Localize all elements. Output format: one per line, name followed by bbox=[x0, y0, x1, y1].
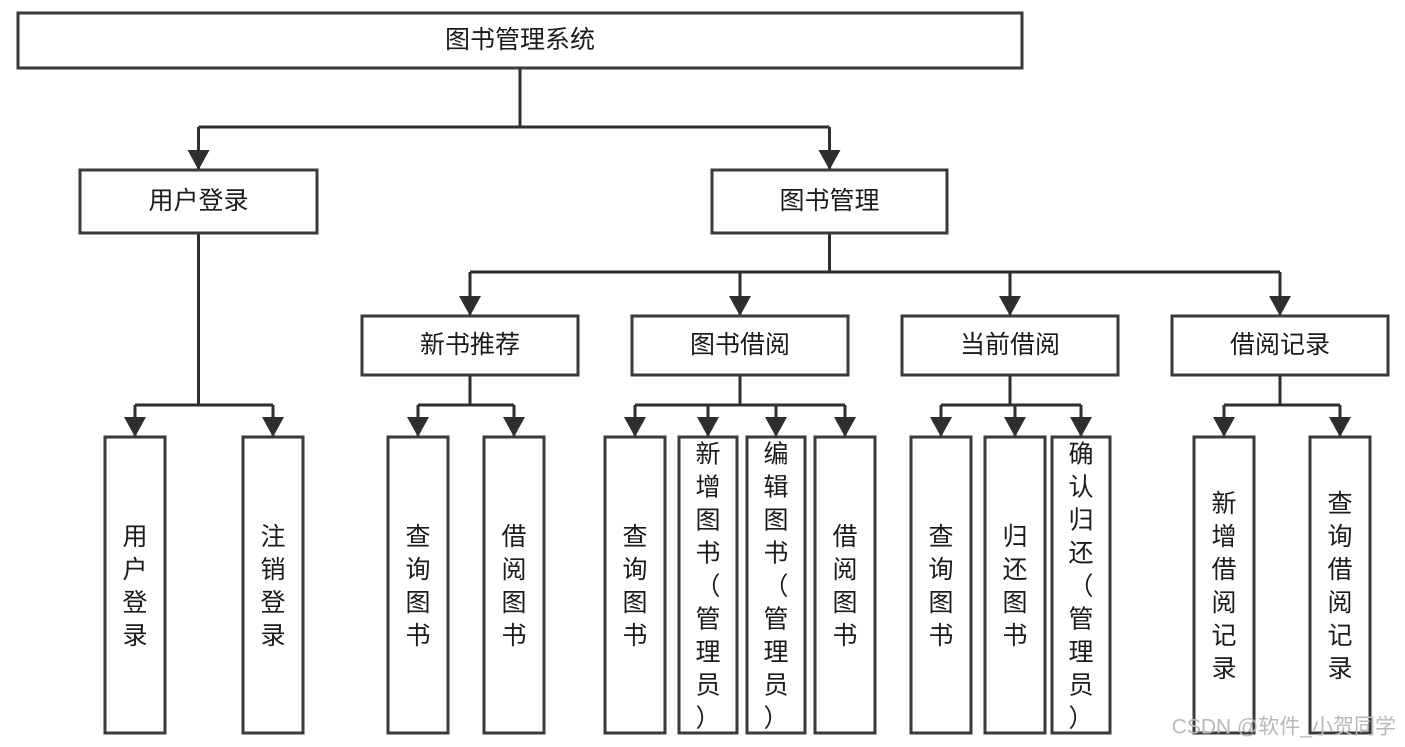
node-box bbox=[909, 435, 973, 735]
arrow-head-icon bbox=[262, 417, 284, 437]
arrow-head-icon bbox=[407, 417, 429, 437]
node-root[interactable]: 图书管理系统 bbox=[16, 11, 1024, 70]
node-layer: 图书管理系统用户登录图书管理新书推荐图书借阅当前借阅借阅记录用户登录注销登录查询… bbox=[16, 11, 1390, 735]
node-borrow-record[interactable]: 借阅记录 bbox=[1170, 314, 1390, 377]
node-leaf-borrow-book[interactable]: 借阅图书 bbox=[813, 435, 877, 735]
node-box bbox=[677, 435, 739, 735]
arrow-head-icon bbox=[697, 417, 719, 437]
node-box bbox=[386, 435, 450, 735]
node-label: 新增借阅记录 bbox=[1211, 490, 1236, 683]
node-new-book-rec[interactable]: 新书推荐 bbox=[360, 314, 580, 377]
node-box bbox=[78, 168, 319, 235]
arrow-head-icon bbox=[1269, 296, 1291, 316]
arrow-head-icon bbox=[187, 150, 210, 170]
node-box bbox=[630, 314, 850, 377]
node-leaf-edit-book-admin[interactable]: 编辑图书（管理员） bbox=[745, 435, 807, 735]
arrow-head-icon bbox=[1329, 417, 1351, 437]
node-label: 图书管理 bbox=[779, 187, 879, 215]
node-label: 图书借阅 bbox=[690, 331, 790, 359]
arrow-head-icon bbox=[624, 417, 646, 437]
node-label: 新增图书（管理员） bbox=[695, 441, 720, 733]
node-box bbox=[813, 435, 877, 735]
node-label: 归还图书 bbox=[1002, 523, 1027, 650]
node-box bbox=[16, 11, 1024, 70]
node-label: 用户登录 bbox=[148, 187, 248, 215]
connector-layer bbox=[124, 68, 1351, 437]
node-label: 借阅图书 bbox=[501, 523, 526, 650]
node-leaf-add-borrow-record[interactable]: 新增借阅记录 bbox=[1192, 435, 1256, 735]
arrow-head-icon bbox=[999, 296, 1021, 316]
arrow-head-icon bbox=[729, 296, 751, 316]
node-box bbox=[983, 435, 1047, 735]
node-label: 当前借阅 bbox=[960, 331, 1060, 359]
arrow-head-icon bbox=[459, 296, 481, 316]
node-leaf-query-book-borrow[interactable]: 查询图书 bbox=[603, 435, 667, 735]
node-label: 注销登录 bbox=[260, 523, 285, 650]
node-label: 新书推荐 bbox=[420, 331, 520, 359]
node-box bbox=[241, 435, 305, 735]
node-user-login[interactable]: 用户登录 bbox=[78, 168, 319, 235]
node-leaf-add-book-admin[interactable]: 新增图书（管理员） bbox=[677, 435, 739, 735]
arrow-head-icon bbox=[1070, 417, 1092, 437]
node-leaf-user-logout[interactable]: 注销登录 bbox=[241, 435, 305, 735]
node-box bbox=[1308, 435, 1372, 735]
node-box bbox=[103, 435, 167, 735]
node-box bbox=[482, 435, 546, 735]
arrow-head-icon bbox=[818, 150, 841, 170]
node-box bbox=[710, 168, 949, 235]
arrow-head-icon bbox=[503, 417, 525, 437]
node-label: 借阅记录 bbox=[1230, 331, 1330, 359]
node-leaf-user-login[interactable]: 用户登录 bbox=[103, 435, 167, 735]
arrow-head-icon bbox=[1213, 417, 1235, 437]
arrow-head-icon bbox=[930, 417, 952, 437]
node-current-borrow[interactable]: 当前借阅 bbox=[900, 314, 1120, 377]
node-box bbox=[1192, 435, 1256, 735]
node-leaf-query-book-rec[interactable]: 查询图书 bbox=[386, 435, 450, 735]
csdn-watermark: CSDN @软件_小贺同学 bbox=[1172, 716, 1396, 739]
node-label: 查询图书 bbox=[928, 523, 953, 650]
node-book-manage[interactable]: 图书管理 bbox=[710, 168, 949, 235]
node-box bbox=[1170, 314, 1390, 377]
node-label: 查询借阅记录 bbox=[1327, 490, 1352, 683]
node-leaf-return-book[interactable]: 归还图书 bbox=[983, 435, 1047, 735]
node-label: 查询图书 bbox=[622, 523, 647, 650]
node-label: 用户登录 bbox=[122, 523, 147, 650]
node-book-borrow[interactable]: 图书借阅 bbox=[630, 314, 850, 377]
node-box bbox=[360, 314, 580, 377]
node-box bbox=[603, 435, 667, 735]
node-box bbox=[900, 314, 1120, 377]
node-box bbox=[745, 435, 807, 735]
node-label: 图书管理系统 bbox=[445, 26, 595, 54]
node-leaf-borrow-book-rec[interactable]: 借阅图书 bbox=[482, 435, 546, 735]
node-leaf-confirm-return-admin[interactable]: 确认归还（管理员） bbox=[1050, 435, 1112, 735]
node-label: 编辑图书（管理员） bbox=[763, 441, 788, 733]
arrow-head-icon bbox=[834, 417, 856, 437]
arrow-head-icon bbox=[765, 417, 787, 437]
node-box bbox=[1050, 435, 1112, 735]
node-label: 确认归还（管理员） bbox=[1068, 441, 1093, 733]
arrow-head-icon bbox=[1004, 417, 1026, 437]
node-label: 借阅图书 bbox=[832, 523, 857, 650]
arrow-head-icon bbox=[124, 417, 146, 437]
node-leaf-query-book-current[interactable]: 查询图书 bbox=[909, 435, 973, 735]
node-leaf-query-borrow-record[interactable]: 查询借阅记录 bbox=[1308, 435, 1372, 735]
node-label: 查询图书 bbox=[405, 523, 430, 650]
